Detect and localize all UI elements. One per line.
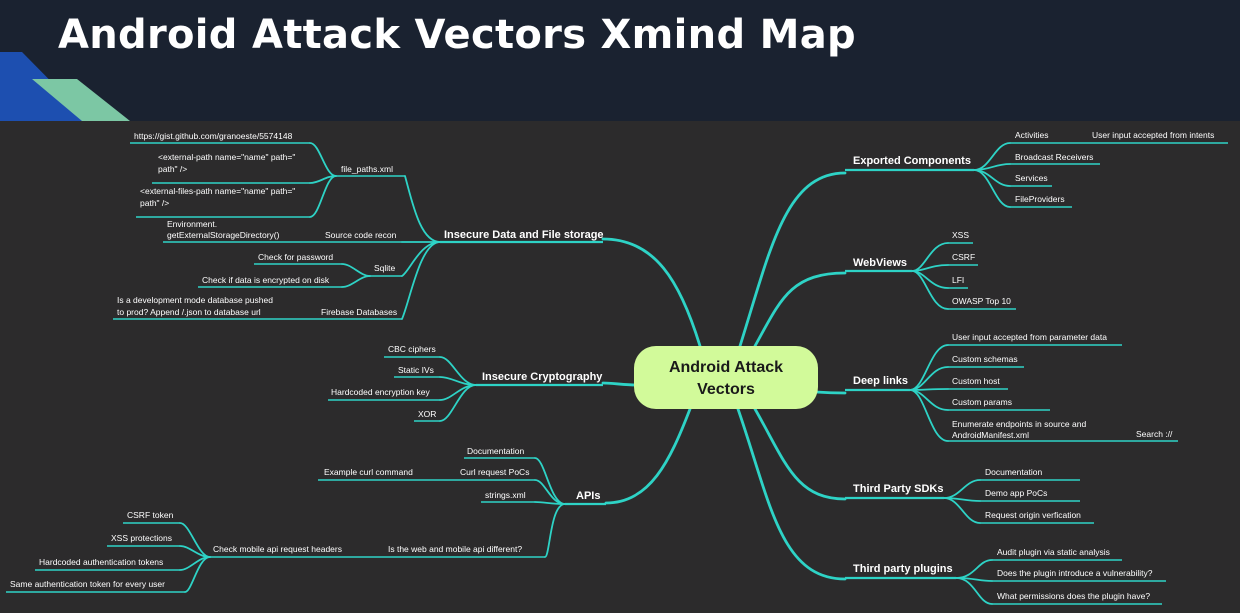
main-branches [601,171,847,581]
topic-sqlite[interactable]: Sqlite [374,263,396,273]
node-api-docs: Documentation [467,446,524,456]
apis-connectors [6,457,566,593]
slide-header: Android Attack Vectors Xmind Map [0,0,1240,121]
branch-insecure-data [601,237,702,348]
topic-apis[interactable]: APIs [576,490,600,502]
node-firebase-line2: to prod? Append /.json to database url [117,307,261,317]
node-xss-protections: XSS protections [111,533,172,543]
node-curl-pocs[interactable]: Curl request PoCs [460,467,529,477]
decorative-corner-shapes [0,52,130,121]
node-enumerate-line1[interactable]: Enumerate endpoints in source and [952,419,1086,429]
branch-exported [738,171,847,348]
node-sdk-origin: Request origin verfication [985,510,1081,520]
node-services: Services [1015,173,1048,183]
topic-check-headers[interactable]: Check mobile api request headers [213,544,342,554]
branch-apis [604,407,692,505]
node-sqlite-password: Check for password [258,252,333,262]
node-fileproviders: FileProviders [1015,194,1065,204]
central-node-bubble [634,346,818,409]
crypto-connectors [328,356,477,422]
topic-source-recon[interactable]: Source code recon [325,230,397,240]
node-custom-host: Custom host [952,376,1000,386]
branch-crypto [601,381,638,387]
node-static-ivs: Static IVs [398,365,434,375]
node-hardcoded-key: Hardcoded encryption key [331,387,431,397]
node-gist-url[interactable]: https://gist.github.com/granoeste/557414… [134,131,293,141]
deeplinks-connectors [909,344,1178,442]
node-webview-lfi: LFI [952,275,964,285]
node-external-path-line1: <external-path name="name" path=" [158,152,295,162]
webviews-connectors [911,242,1016,310]
node-webview-csrf: CSRF [952,252,975,262]
topic-file-paths[interactable]: file_paths.xml [341,164,393,174]
node-external-files-path-line2: path" /> [140,198,169,208]
node-sdk-demo: Demo app PoCs [985,488,1047,498]
node-external-path-line2: path" /> [158,164,187,174]
slide-title: Android Attack Vectors Xmind Map [58,12,856,58]
node-sdk-docs: Documentation [985,467,1042,477]
node-hardcoded-tokens: Hardcoded authentication tokens [39,557,163,567]
node-curl-example: Example curl command [324,467,413,477]
node-csrf-token: CSRF token [127,510,174,520]
node-sqlite-encrypted: Check if data is encrypted on disk [202,275,330,285]
node-same-token: Same authentication token for every user [10,579,165,589]
mindmap-svg: Android Attack Vectors Insecure Data and… [6,130,1228,605]
central-node-line2: Vectors [697,381,755,398]
branch-deeplinks [814,390,847,395]
node-plugin-vuln: Does the plugin introduce a vulnerabilit… [997,568,1153,578]
node-firebase-line1: Is a development mode database pushed [117,295,273,305]
topic-deeplinks[interactable]: Deep links [853,375,908,387]
topic-crypto[interactable]: Insecure Cryptography [482,371,603,383]
topic-firebase[interactable]: Firebase Databases [321,307,397,317]
plugins-connectors [955,559,1166,605]
topic-exported[interactable]: Exported Components [853,155,971,167]
mindmap-canvas: Android Attack Vectors Insecure Data and… [0,121,1240,613]
node-xor: XOR [418,409,436,419]
central-node[interactable]: Android Attack Vectors [634,346,818,409]
branch-webviews [753,271,847,348]
node-plugin-audit: Audit plugin via static analysis [997,547,1110,557]
node-broadcast-receivers: Broadcast Receivers [1015,152,1093,162]
node-custom-schemas: Custom schemas [952,354,1018,364]
node-cbc: CBC ciphers [388,344,436,354]
node-search-scheme: Search :// [1136,429,1173,439]
node-activities-intents: User input accepted from intents [1092,130,1214,140]
node-enumerate-line2[interactable]: AndroidManifest.xml [952,430,1029,440]
central-node-line1: Android Attack [669,359,783,376]
node-env-line2: getExternalStorageDirectory() [167,230,280,240]
sdks-connectors [943,479,1094,524]
insecure-data-connectors [113,142,441,320]
node-deeplink-param-data: User input accepted from parameter data [952,332,1107,342]
node-activities[interactable]: Activities [1015,130,1049,140]
node-strings-xml: strings.xml [485,490,526,500]
main-underlines [440,168,974,580]
branch-sdks [753,407,847,501]
topic-insecure-data[interactable]: Insecure Data and File storage [444,229,604,241]
topic-webviews[interactable]: WebViews [853,257,907,269]
topic-sdks[interactable]: Third Party SDKs [853,483,943,495]
green-stripe-shape [32,79,130,121]
topic-plugins[interactable]: Third party plugins [853,563,953,575]
branch-plugins [736,407,847,581]
node-webview-owasp: OWASP Top 10 [952,296,1011,306]
exported-connectors [973,142,1228,208]
node-webview-xss: XSS [952,230,969,240]
node-plugin-perms: What permissions does the plugin have? [997,591,1150,601]
node-external-files-path-line1: <external-files-path name="name" path=" [140,186,295,196]
node-custom-params: Custom params [952,397,1012,407]
node-env-line1: Environment. [167,219,217,229]
topic-web-vs-mobile[interactable]: Is the web and mobile api different? [388,544,522,554]
